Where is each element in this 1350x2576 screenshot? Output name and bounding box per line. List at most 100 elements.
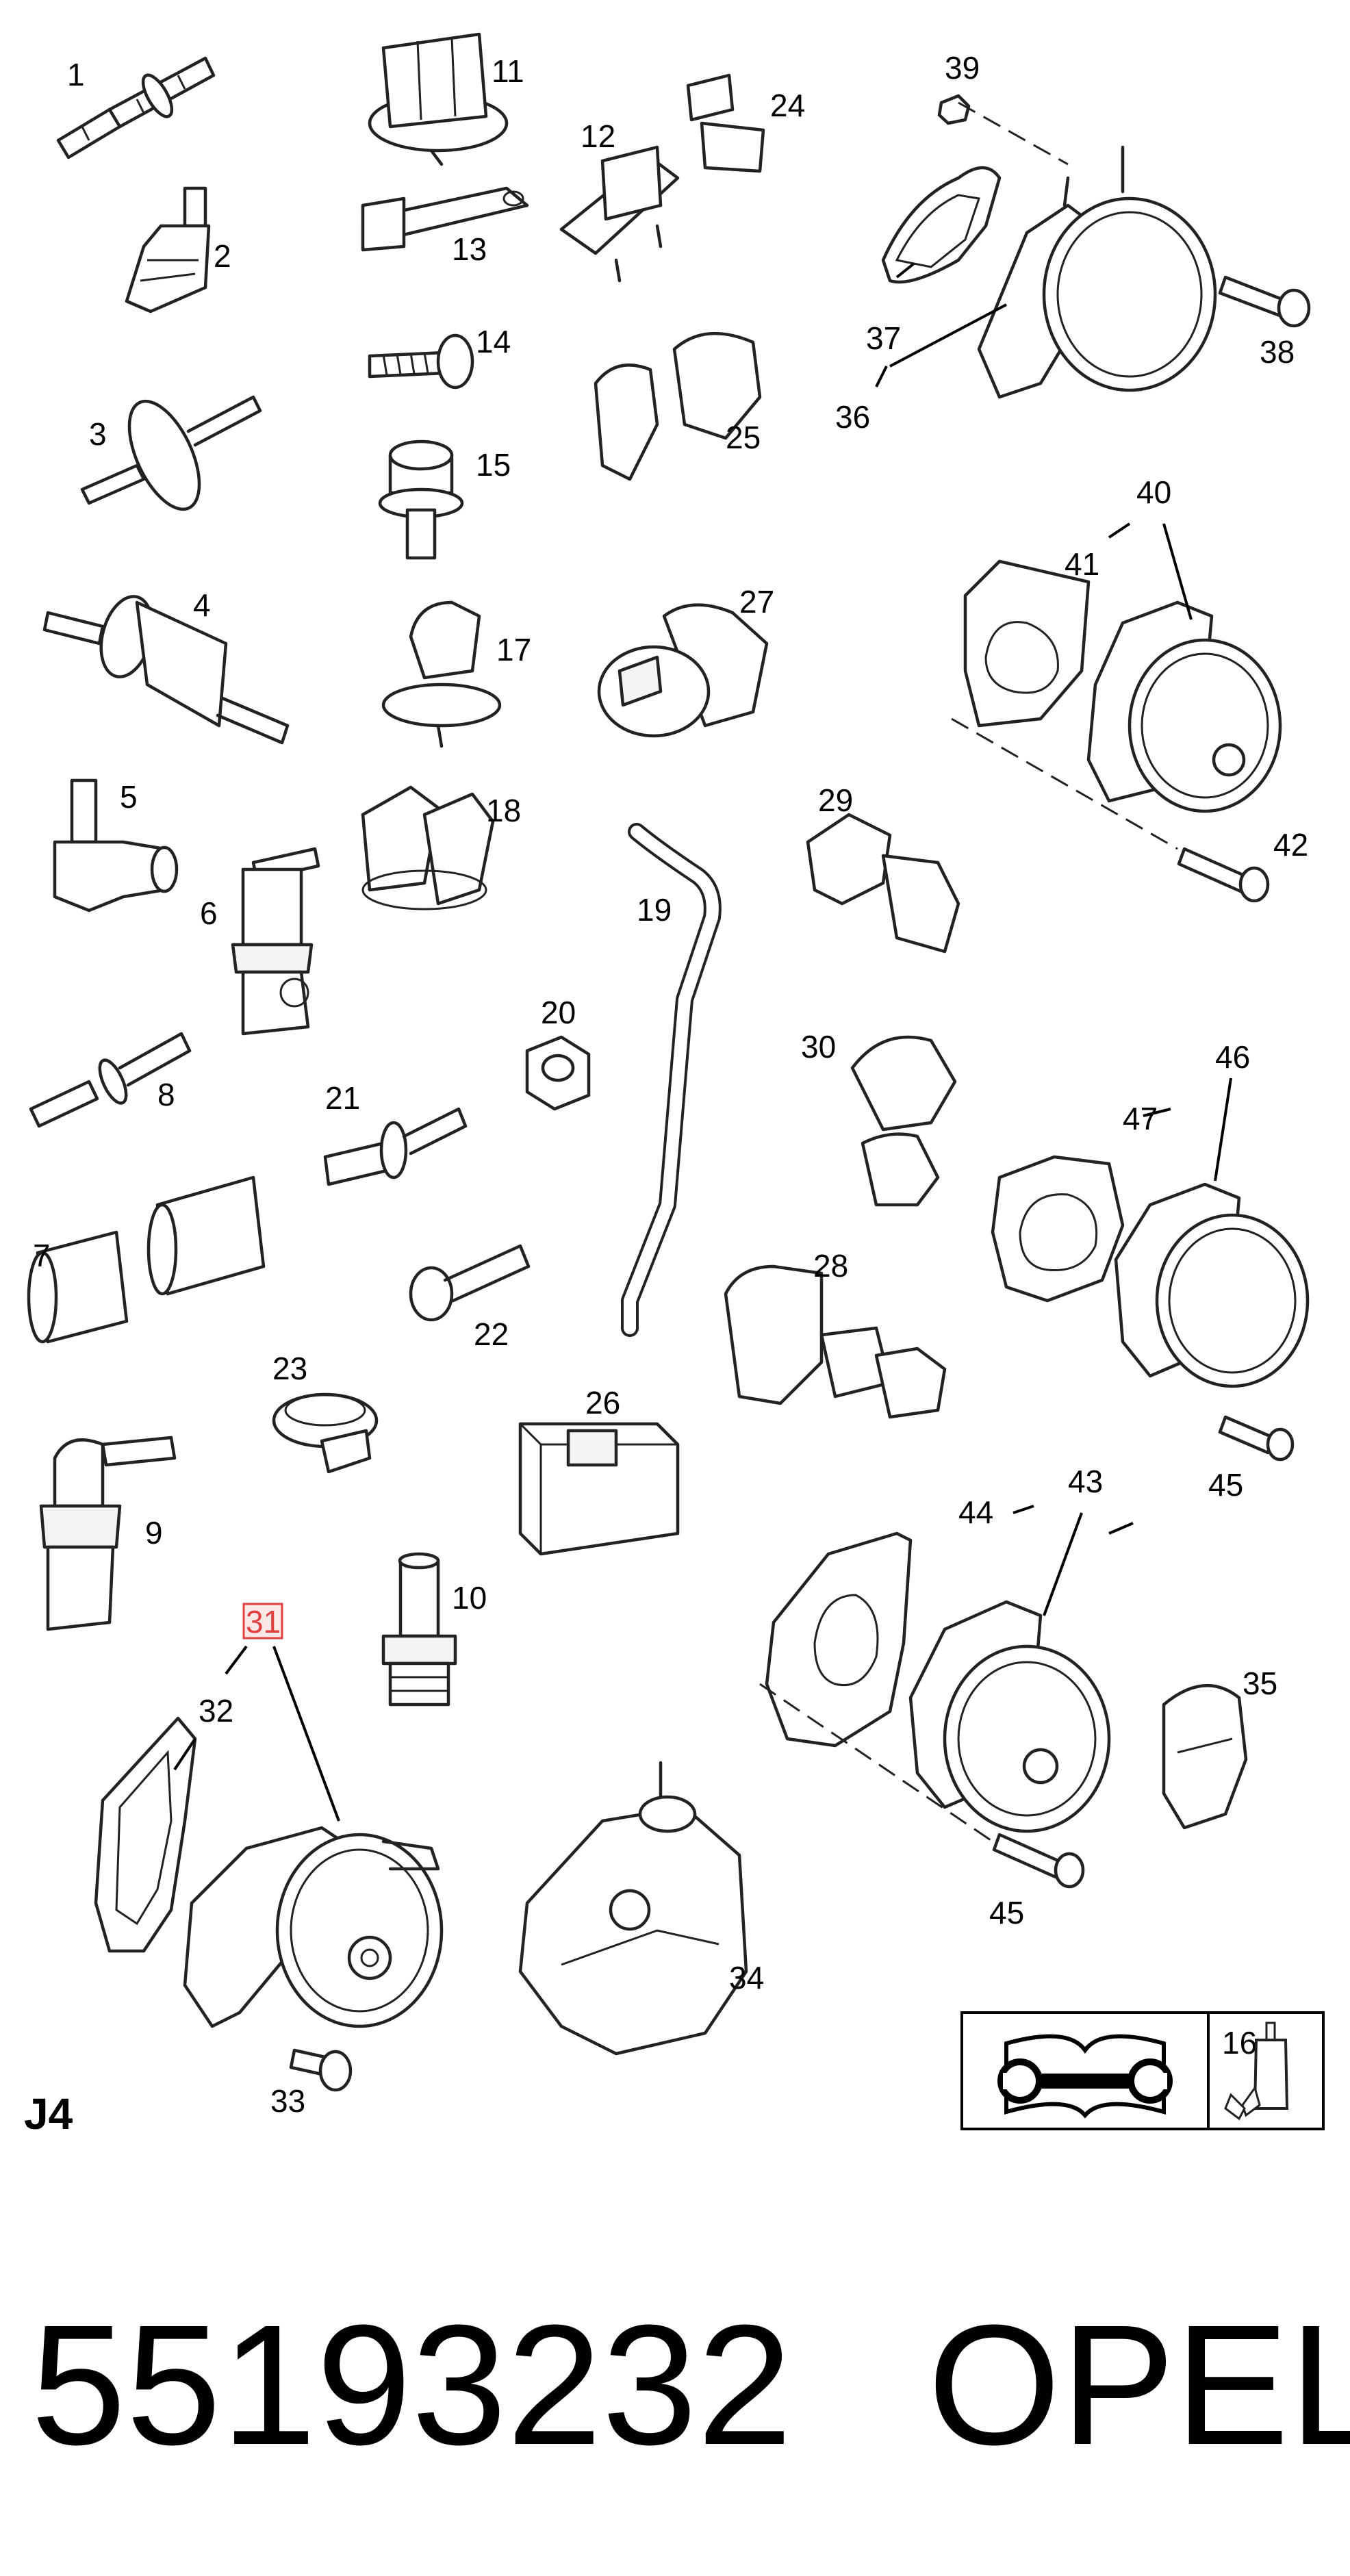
label-4: 4: [193, 587, 211, 623]
part-24-clip: [686, 73, 765, 173]
part-40-vacuum-pump: [1086, 600, 1282, 813]
section-code: J4: [24, 2089, 73, 2139]
label-45-upper: 45: [1208, 1467, 1243, 1503]
label-24: 24: [770, 88, 805, 123]
label-3: 3: [89, 416, 107, 452]
label-36: 36: [835, 399, 870, 435]
label-39: 39: [945, 50, 980, 86]
part-18-double-clip: [361, 785, 495, 910]
label-30: 30: [801, 1029, 836, 1064]
label-40: 40: [1136, 474, 1171, 510]
label-44: 44: [958, 1494, 993, 1530]
part-47-gasket: [991, 1155, 1125, 1303]
part-labels: 1 2 3 4 5 6 7 8 9 10 11 12 13 14 15 17 1…: [33, 50, 1308, 2119]
label-37: 37: [866, 320, 901, 356]
part-16-sealant-tube-icon: [1224, 2022, 1289, 2121]
label-35: 35: [1243, 1666, 1277, 1701]
label-9: 9: [145, 1515, 163, 1551]
part-28-clip-fastener: [724, 1264, 947, 1419]
label-25: 25: [726, 420, 761, 455]
part-30-clip: [850, 1035, 957, 1207]
part-37-gasket: [881, 166, 1002, 284]
label-43: 43: [1068, 1464, 1103, 1499]
part-17-clip: [381, 600, 502, 748]
label-22: 22: [474, 1316, 509, 1352]
part-7-hose-sleeves: [27, 1175, 266, 1344]
alignment-line: [958, 101, 1069, 166]
label-33: 33: [270, 2083, 305, 2119]
part-25-double-clip: [594, 331, 762, 481]
label-31: 31: [246, 1604, 281, 1640]
part-3-check-valve: [80, 395, 262, 511]
part-5-elbow-connector: [53, 778, 179, 913]
part-32-gasket: [94, 1716, 197, 1953]
part-15-flange-bolt: [378, 439, 464, 560]
part-12-bracket: [559, 145, 680, 283]
part-6-quick-connector-clip: [231, 847, 320, 1036]
label-6: 6: [200, 895, 218, 931]
part-11-clip: [368, 32, 509, 166]
label-19: 19: [637, 892, 672, 928]
label-31-highlight: [242, 1603, 283, 1640]
label-20: 20: [541, 995, 576, 1030]
part-41-gasket: [963, 559, 1091, 728]
brand-name: OPEL: [928, 2289, 1350, 2480]
label-16: 16: [1222, 2025, 1257, 2061]
part-9-elbow-quick-connector: [39, 1436, 177, 1631]
part-22-connector: [409, 1244, 531, 1322]
label-15: 15: [476, 447, 511, 483]
label-10: 10: [452, 1580, 487, 1616]
alignment-line: [951, 717, 1178, 850]
label-18: 18: [486, 793, 521, 828]
part-43-vacuum-pump: [908, 1600, 1111, 1833]
label-14: 14: [476, 324, 511, 359]
label-47: 47: [1123, 1101, 1158, 1136]
legend-box: 16: [960, 2011, 1325, 2130]
label-46: 46: [1215, 1039, 1250, 1075]
label-1: 1: [67, 57, 85, 92]
label-27: 27: [739, 584, 774, 620]
label-29: 29: [818, 782, 853, 818]
label-42: 42: [1273, 827, 1308, 863]
part-14-bolt: [368, 333, 474, 390]
label-23: 23: [272, 1351, 307, 1386]
label-32: 32: [199, 1693, 233, 1729]
label-38: 38: [1260, 334, 1295, 370]
part-44-gasket: [765, 1531, 913, 1748]
label-26: 26: [585, 1385, 620, 1420]
part-34-pump-housing: [518, 1761, 748, 2056]
part-26-block-clip: [518, 1422, 680, 1556]
label-17: 17: [496, 632, 531, 667]
part-45-bolt-lower: [992, 1833, 1085, 1889]
label-5: 5: [120, 779, 138, 815]
manual-wrench-icon: [997, 2034, 1173, 2119]
part-33-bolt: [289, 2048, 353, 2092]
part-31-vacuum-pump: [183, 1826, 444, 2028]
part-19-vacuum-pipe: [621, 823, 722, 1337]
part-23-hose-clamp: [272, 1392, 379, 1474]
label-21: 21: [325, 1080, 360, 1116]
part-46-vacuum-pump: [1114, 1182, 1310, 1388]
part-1-hose-connector: [56, 56, 216, 160]
label-41: 41: [1065, 546, 1099, 582]
alignment-line: [759, 1683, 993, 1843]
label-2: 2: [214, 238, 231, 274]
label-12: 12: [581, 118, 615, 154]
part-36-vacuum-pump: [977, 145, 1217, 399]
label-28: 28: [813, 1248, 848, 1284]
part-4-check-valve-large: [42, 595, 290, 745]
label-45-lower: 45: [989, 1895, 1024, 1930]
part-29-clip: [806, 813, 960, 954]
part-2-quick-connector: [125, 186, 211, 314]
part-39-nut: [937, 94, 971, 125]
part-number: 55193232: [31, 2289, 792, 2480]
part-8-hose-connector: [29, 1032, 192, 1128]
part-13-holder: [361, 186, 529, 252]
leader-lines: [173, 262, 1232, 1822]
part-42-bolt: [1177, 847, 1270, 903]
label-13: 13: [452, 231, 487, 267]
part-35-clip: [1162, 1684, 1248, 1830]
part-45-bolt-upper: [1218, 1415, 1295, 1462]
part-27-clip: [597, 603, 769, 738]
